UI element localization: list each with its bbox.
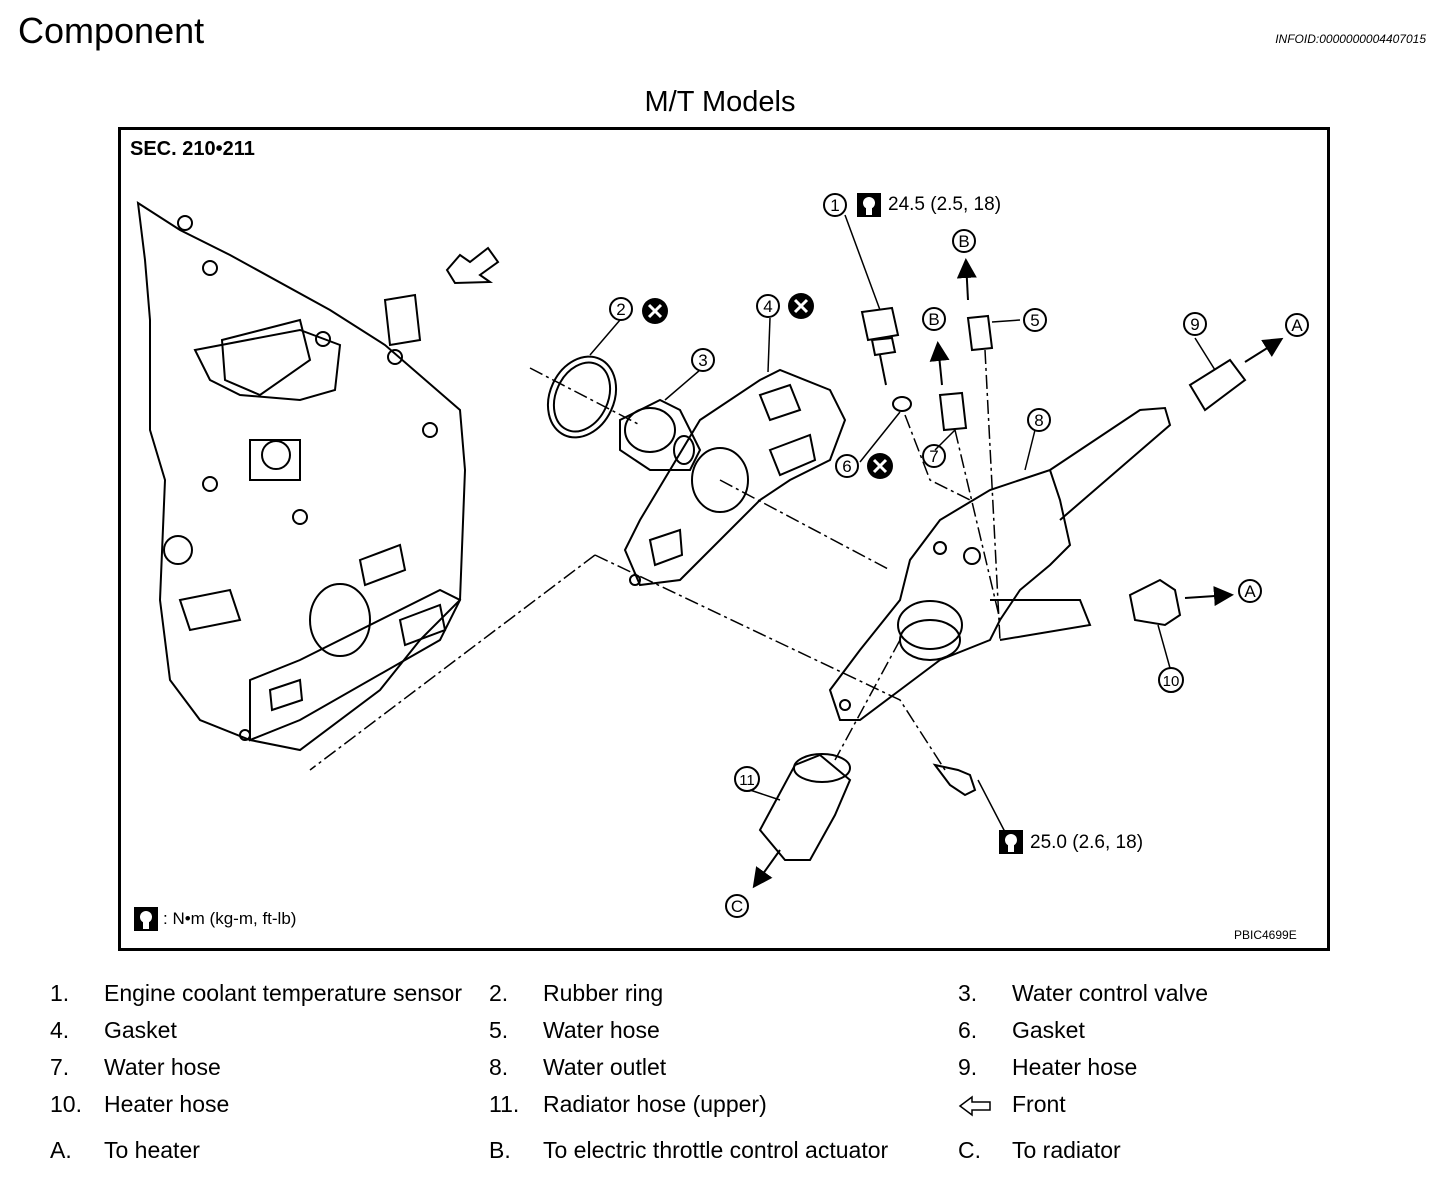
do-not-reuse-icon bbox=[642, 298, 668, 324]
svg-text:B: B bbox=[928, 310, 939, 329]
svg-text:6: 6 bbox=[842, 457, 851, 476]
callout-1: 1 bbox=[823, 193, 847, 217]
diagram-frame bbox=[118, 127, 1330, 951]
svg-text:A: A bbox=[1244, 582, 1256, 601]
callout-6: 6 bbox=[835, 454, 859, 478]
torque-spec-bolt: 25.0 (2.6, 18) bbox=[1030, 832, 1144, 853]
svg-text:5: 5 bbox=[1030, 311, 1039, 330]
torque-wrench-icon bbox=[857, 193, 881, 217]
heater-hose-9 bbox=[1188, 358, 1247, 412]
svg-text:2: 2 bbox=[616, 300, 625, 319]
page-title: Component bbox=[18, 10, 205, 51]
callout-5: 5 bbox=[1023, 308, 1047, 332]
do-not-reuse-icon bbox=[788, 293, 814, 319]
letter-b-top: B bbox=[952, 229, 976, 253]
callout-2: 2 bbox=[609, 297, 633, 321]
svg-text:A: A bbox=[1291, 316, 1303, 335]
front-arrow-icon bbox=[958, 1095, 991, 1117]
do-not-reuse-icon bbox=[867, 453, 893, 479]
svg-text:11: 11 bbox=[739, 772, 755, 789]
info-id: INFOID:0000000004407015 bbox=[1275, 32, 1426, 46]
letter-b-mid: B bbox=[922, 307, 946, 331]
front-arrow-icon bbox=[445, 246, 500, 285]
torque-wrench-icon bbox=[134, 907, 158, 931]
coolant-temp-sensor bbox=[860, 306, 900, 386]
torque-spec-sensor: 24.5 (2.5, 18) bbox=[888, 194, 1002, 215]
unit-note-text: : N•m (kg-m, ft-lb) bbox=[163, 909, 297, 928]
svg-text:7: 7 bbox=[929, 447, 938, 466]
svg-text:8: 8 bbox=[1034, 411, 1043, 430]
letter-c: C bbox=[725, 894, 749, 918]
svg-text:3: 3 bbox=[698, 351, 707, 370]
section-label: SEC. 210•211 bbox=[130, 138, 255, 160]
callout-11: 11 bbox=[734, 766, 760, 792]
heater-hose-10 bbox=[1128, 578, 1182, 627]
callout-9: 9 bbox=[1183, 312, 1207, 336]
callout-10: 10 bbox=[1158, 667, 1184, 693]
engine-block bbox=[136, 201, 467, 752]
water-hose-5 bbox=[966, 314, 994, 352]
figure-subtitle: M/T Models bbox=[644, 86, 796, 118]
radiator-hose bbox=[758, 753, 852, 861]
letter-a-top: A bbox=[1285, 313, 1309, 337]
svg-text:10: 10 bbox=[1163, 673, 1180, 690]
rubber-ring bbox=[546, 355, 618, 439]
water-hose-7 bbox=[938, 391, 968, 432]
gasket-small bbox=[892, 396, 912, 412]
callout-3: 3 bbox=[691, 348, 715, 372]
unit-note: : N•m (kg-m, ft-lb) bbox=[133, 906, 296, 932]
callout-4: 4 bbox=[756, 294, 780, 318]
svg-text:9: 9 bbox=[1190, 315, 1199, 334]
water-control-valve bbox=[619, 398, 702, 471]
svg-text:B: B bbox=[958, 232, 969, 251]
letter-a-bottom: A bbox=[1238, 579, 1262, 603]
figure-code: PBIC4699E bbox=[1234, 928, 1297, 942]
svg-text:1: 1 bbox=[830, 196, 839, 215]
svg-text:C: C bbox=[731, 897, 743, 916]
callout-8: 8 bbox=[1027, 408, 1051, 432]
callout-7: 7 bbox=[922, 444, 946, 468]
torque-wrench-icon bbox=[999, 830, 1023, 854]
svg-text:4: 4 bbox=[763, 297, 772, 316]
bolt bbox=[932, 763, 977, 797]
gasket-large bbox=[623, 368, 847, 587]
